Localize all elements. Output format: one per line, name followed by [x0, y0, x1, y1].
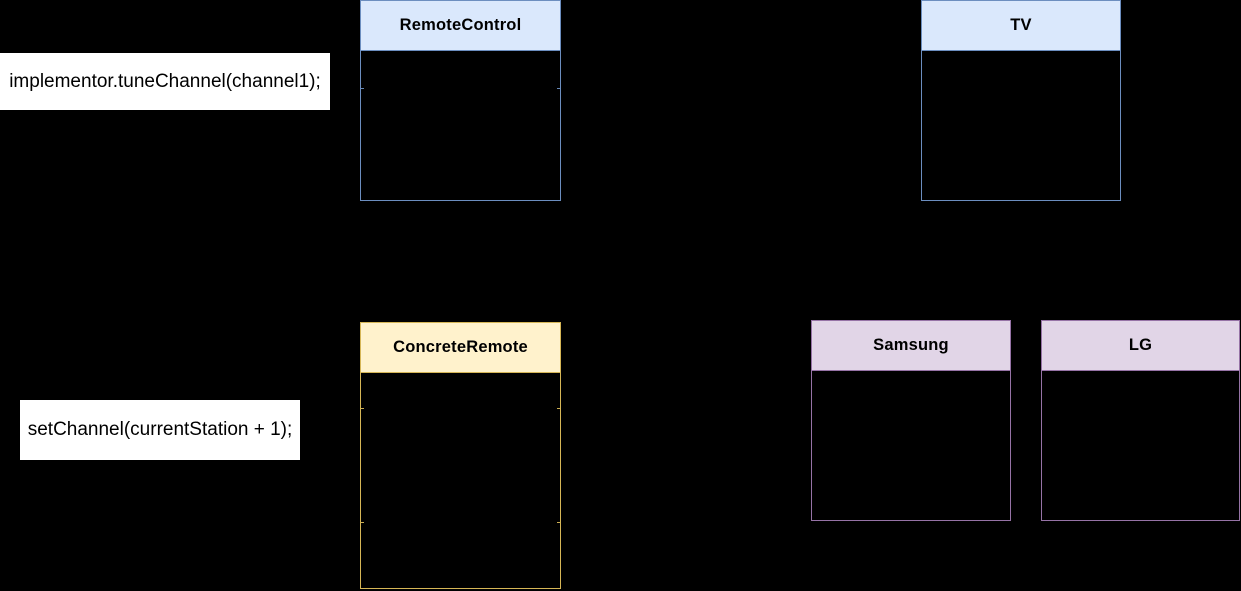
- class-header: RemoteControl: [361, 1, 560, 51]
- class-body: [1042, 371, 1239, 520]
- class-title: Samsung: [873, 336, 949, 354]
- class-header: TV: [922, 1, 1120, 51]
- compartment-separator-tick: [557, 88, 561, 89]
- class-header: Samsung: [812, 321, 1010, 371]
- code-note-text: implementor.tuneChannel(channel1);: [9, 70, 321, 92]
- compartment-separator-tick: [360, 408, 364, 409]
- class-header: LG: [1042, 321, 1239, 371]
- class-body: [360, 51, 561, 200]
- code-note-tunechannel: implementor.tuneChannel(channel1);: [0, 53, 330, 110]
- class-body: [922, 51, 1120, 200]
- class-box-samsung: Samsung: [811, 320, 1011, 521]
- class-box-concreteremote: ConcreteRemote: [360, 322, 561, 589]
- class-box-remotecontrol: RemoteControl: [360, 0, 561, 201]
- compartment-separator-tick: [360, 522, 364, 523]
- class-title: ConcreteRemote: [393, 338, 528, 356]
- class-box-tv: TV: [921, 0, 1121, 201]
- class-header: ConcreteRemote: [361, 323, 560, 373]
- class-title: RemoteControl: [399, 16, 522, 34]
- class-title: TV: [1010, 16, 1032, 34]
- class-body: [360, 373, 561, 588]
- code-note-setchannel: setChannel(currentStation + 1);: [20, 400, 300, 460]
- code-note-text: setChannel(currentStation + 1);: [27, 419, 293, 440]
- compartment-separator-tick: [557, 522, 561, 523]
- class-title: LG: [1128, 336, 1153, 354]
- compartment-separator-tick: [557, 408, 561, 409]
- class-body: [812, 371, 1010, 520]
- class-box-lg: LG: [1041, 320, 1240, 521]
- compartment-separator-tick: [360, 88, 364, 89]
